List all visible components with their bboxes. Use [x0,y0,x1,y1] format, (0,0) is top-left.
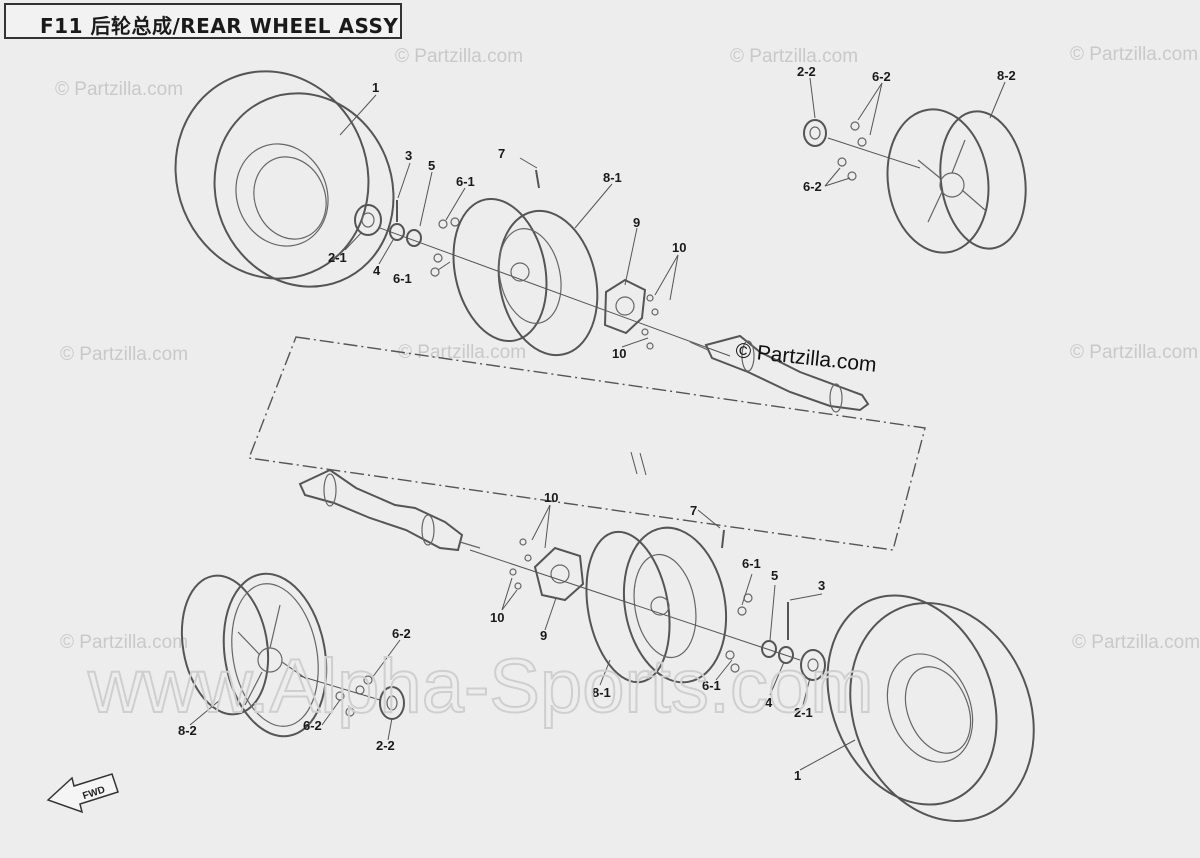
watermark-6: © Partzilla.com [398,342,526,363]
watermark-5: © Partzilla.com [60,344,188,365]
diagram-title: F11 后轮总成/REAR WHEEL ASSY [40,14,399,38]
watermark-4: © Partzilla.com [1070,44,1198,65]
watermark-8: © Partzilla.com [60,632,188,653]
assembly-outline [248,336,926,551]
callout-lug-nut-bottom-b: 6-1 [702,678,721,693]
watermark-7: © Partzilla.com [1070,342,1198,363]
callout-washer-bottom: 4 [765,695,773,710]
callout-flange-bolt-bottom-a: 10 [544,490,558,505]
steel-rim-bottom [585,526,728,684]
drive-shaft-bottom [298,468,481,552]
fwd-arrow-indicator: FWD [46,773,119,814]
callout-hub-bottom: 2-1 [794,705,813,720]
watermark-3: © Partzilla.com [730,46,858,67]
callout-flange-top: 9 [633,215,640,230]
callout-lug-nut-top-b: 6-1 [393,271,412,286]
drive-shaft-top [689,334,870,413]
callout-hub-top: 2-1 [328,250,347,265]
background-watermarks: © Partzilla.com © Partzilla.com © Partzi… [55,44,1200,653]
alloy-wheel-bottom-left [180,572,328,738]
callout-rim-alloy-bottom: 8-2 [178,723,197,738]
flange-top [603,278,659,350]
watermark-1: © Partzilla.com [55,79,183,100]
callout-lug-nut-cap-top-a: 6-2 [872,69,891,84]
center-watermark: © Partzilla.com [734,339,877,377]
overlay-watermark: www.Alpha-Sports.com [87,644,874,729]
callout-flange-bolt-bottom-b: 10 [490,610,504,625]
callout-rim-steel-top: 8-1 [603,170,622,185]
callout-rim-alloy-top: 8-2 [997,68,1016,83]
callout-bolt-short-top: 7 [498,146,505,161]
steel-rim-top [452,169,599,357]
hub-bottom-right [469,549,826,681]
callout-flange-bolt-top-b: 10 [612,346,626,361]
callout-lug-nut-cap-bottom-b: 6-2 [303,718,322,733]
callout-nut-top: 5 [428,158,435,173]
tire-top-left [174,70,395,288]
callout-hub-cap-top: 2-2 [797,64,816,79]
callout-bolt-bottom: 3 [818,578,825,593]
callout-tire-top: 1 [372,80,379,95]
break-mark [630,451,647,476]
callout-bolt-short-bottom: 7 [690,503,697,518]
callout-nut-bottom: 5 [771,568,778,583]
callout-hub-cap-bottom: 2-2 [376,738,395,753]
callout-flange-bolt-top-a: 10 [672,240,686,255]
hub-top-left [354,200,731,357]
callout-washer-top: 4 [373,263,381,278]
callout-flange-bottom: 9 [540,628,547,643]
callout-tire-bottom: 1 [794,768,801,783]
tire-bottom-right [826,594,1035,822]
callout-leaders [189,77,1006,771]
watermark-2: © Partzilla.com [395,46,523,67]
watermark-9: © Partzilla.com [1072,632,1200,653]
flange-bottom [509,538,585,602]
callout-labels: 1 3 5 6-1 2-1 4 6-1 7 8-1 9 10 10 2-2 6-… [178,64,1016,783]
callout-lug-nut-bottom-a: 6-1 [742,556,761,571]
hub-cap-top-right [803,119,921,181]
callout-rim-steel-bottom: 8-1 [592,685,611,700]
alloy-wheel-top-right [886,108,1027,254]
title-box: F11 后轮总成/REAR WHEEL ASSY [4,3,402,39]
fwd-arrow-icon [46,773,119,814]
callout-lug-nut-cap-top-b: 6-2 [803,179,822,194]
callout-lug-nut-top-a: 6-1 [456,174,475,189]
callout-lug-nut-cap-bottom-a: 6-2 [392,626,411,641]
callout-bolt-top: 3 [405,148,412,163]
